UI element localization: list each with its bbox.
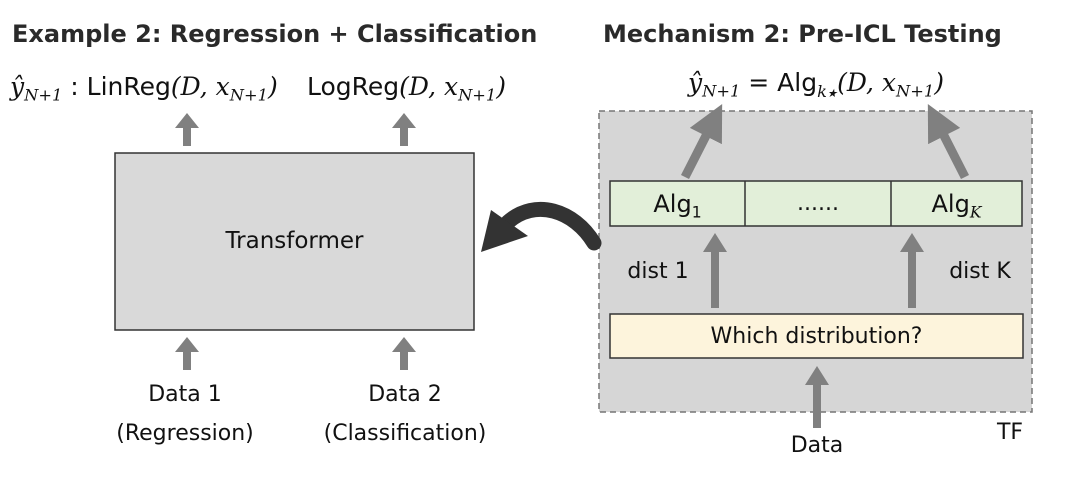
data-input-arrow [805,366,829,428]
logreg-formula: LogReg(D, xN+1) [307,72,507,105]
alg-dots: ...... [797,191,839,216]
left-input-arrow-2 [392,337,416,370]
left-title: Example 2: Regression + Classification [12,20,538,48]
tf-label: TF [996,420,1024,445]
dist1-label: dist 1 [627,259,689,284]
transformer-label: Transformer [225,228,364,254]
transformer-box [114,152,475,331]
right-title: Mechanism 2: Pre-ICL Testing [603,20,1002,48]
curved-arrow [500,201,602,251]
left-output-arrow-1 [175,113,199,146]
data2-label: Data 2 [368,382,442,407]
left-output-arrow-2 [392,113,416,146]
algk-output-arrow [927,103,970,180]
distk-label: dist K [949,259,1011,284]
distk-arrow [900,233,924,308]
right-output-formula: ŷN+1 = Algk★(D, xN+1) [688,68,944,101]
which-distribution-box [609,313,1024,359]
data1-sublabel: (Regression) [116,421,254,446]
data-label: Data [790,433,844,458]
curved-arrow-head [481,210,528,252]
left-output-formula: ŷN+1 : LinReg(D, xN+1) [10,72,278,105]
alg-row [609,180,1023,227]
alg1-output-arrow [680,103,723,180]
algk-label: AlgK [931,189,982,221]
linreg-label: LinReg [86,72,171,101]
data1-label: Data 1 [148,382,222,407]
left-input-arrow-1 [175,337,199,370]
alg1-label: Alg1 [653,189,702,221]
data2-sublabel: (Classification) [323,421,487,446]
which-distribution-label: Which distribution? [710,323,923,349]
dist1-arrow [703,233,727,308]
